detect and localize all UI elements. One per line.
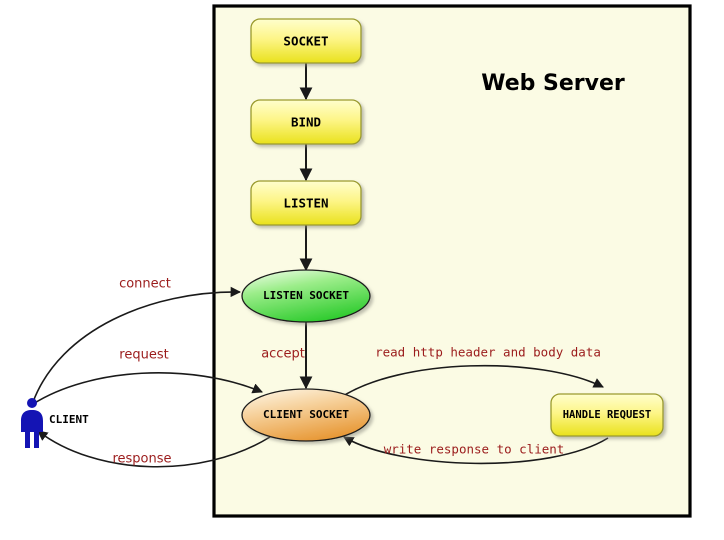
node-socket-label: SOCKET <box>283 34 328 49</box>
client-actor[interactable]: CLIENT <box>21 398 89 448</box>
node-listen[interactable]: LISTEN <box>250 180 362 226</box>
edge-label-request: request <box>119 348 168 363</box>
edge-read-http <box>339 364 604 399</box>
edge-write-response <box>343 436 609 465</box>
node-bind[interactable]: BIND <box>250 99 362 145</box>
node-bind-shape <box>250 99 362 145</box>
node-listen-shape <box>250 180 362 226</box>
node-client-socket-shape <box>241 388 371 442</box>
edge-label-accept: accept <box>261 347 305 362</box>
node-bind-label: BIND <box>291 115 321 130</box>
node-listen-socket-label: LISTEN SOCKET <box>263 289 349 302</box>
node-socket[interactable]: SOCKET <box>250 18 362 64</box>
edge-label-write-response: write response to client <box>384 442 565 457</box>
node-handle-request[interactable]: HANDLE REQUEST <box>550 393 664 437</box>
node-listen-socket[interactable]: LISTEN SOCKET <box>241 269 371 323</box>
edge-label-connect: connect <box>119 277 171 292</box>
client-actor-label: CLIENT <box>49 413 89 426</box>
edge-response <box>37 430 271 468</box>
node-client-socket[interactable]: CLIENT SOCKET <box>241 388 371 442</box>
edge-label-read-http: read http header and body data <box>375 345 601 360</box>
node-listen-socket-shape <box>241 269 371 323</box>
node-client-socket-label: CLIENT SOCKET <box>263 408 349 421</box>
node-handle-request-shape <box>550 393 664 437</box>
page-title: Web Server <box>481 71 625 96</box>
node-listen-label: LISTEN <box>283 196 328 211</box>
node-socket-shape <box>250 18 362 64</box>
person-icon <box>21 398 43 448</box>
edge-label-response: response <box>112 452 171 467</box>
edge-connect <box>32 286 242 403</box>
edge-request <box>32 371 263 405</box>
node-handle-request-label: HANDLE REQUEST <box>563 409 652 421</box>
